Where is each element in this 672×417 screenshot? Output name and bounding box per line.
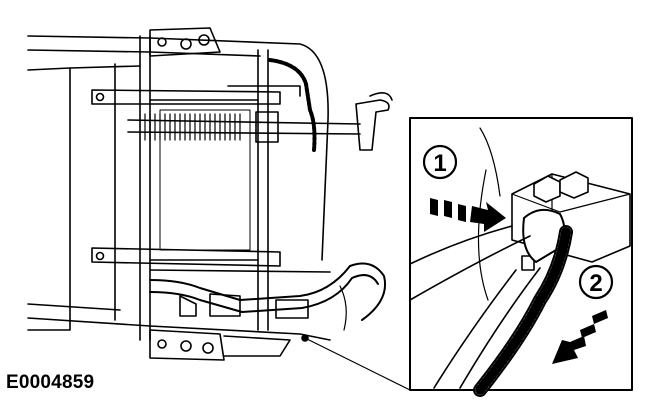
figure-reference-code: E0004859 [6,372,95,393]
leader-line [304,337,411,391]
seat-frame [27,27,331,361]
detail-inset: 1 2 [409,117,633,397]
callout-2-label: 2 [589,270,602,297]
arrow-press [430,198,506,232]
callout-1-circle [422,144,458,180]
callout-2-circle [578,264,614,300]
callout-1-label: 1 [433,150,446,177]
wiring-harness-frame [149,58,386,331]
spring-adjuster [127,92,393,151]
arrow-pull [552,310,608,364]
